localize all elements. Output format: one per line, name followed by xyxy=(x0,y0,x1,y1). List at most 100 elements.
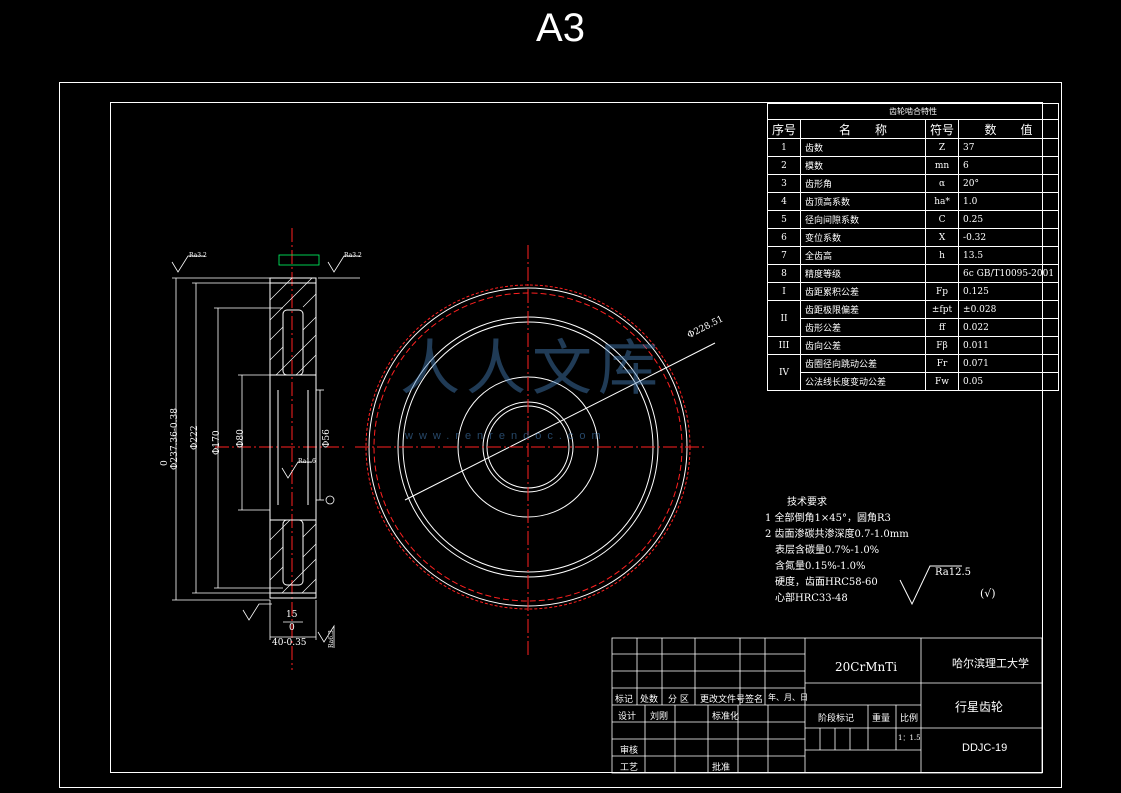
row-name: 全齿高 xyxy=(800,246,927,265)
roughness-other: (√) xyxy=(980,587,996,600)
row-no: 1 xyxy=(766,138,802,157)
row-no: 8 xyxy=(766,264,802,283)
row-no: II xyxy=(766,300,802,337)
header-no: 序号 xyxy=(766,119,802,139)
material-label: 20CrMnTi xyxy=(835,660,898,674)
rough-label-2: Ra3.2 xyxy=(344,252,362,259)
row-symbol: C xyxy=(925,210,960,229)
tb-change-doc: 更改文件号 xyxy=(700,695,746,705)
row-value: 1.0 xyxy=(958,192,1060,211)
gear-section-view xyxy=(269,277,317,599)
section-outline xyxy=(269,277,317,599)
dim-width: 40-0.35 xyxy=(272,638,307,648)
row-value: -0.32 xyxy=(958,228,1060,247)
school-name: 哈尔滨理工大学 xyxy=(952,657,1029,670)
tb-weight: 重量 xyxy=(872,714,891,724)
row-name: 齿向公差 xyxy=(800,336,927,355)
row-no: 3 xyxy=(766,174,802,193)
dim-outer-dia: 0 xyxy=(160,460,170,466)
tb-design-name: 刘刚 xyxy=(650,712,669,722)
diagonal-dim-line xyxy=(404,342,716,501)
tb-scale-value: 1：1.5 xyxy=(898,734,921,742)
row-value: 37 xyxy=(958,138,1060,157)
row-name: 径向间隙系数 xyxy=(800,210,927,229)
header-symbol: 符号 xyxy=(925,119,960,139)
row-no: III xyxy=(766,336,802,355)
row-name: 齿圈径向跳动公差 xyxy=(800,354,927,373)
row-symbol: X xyxy=(925,228,960,247)
center-lines xyxy=(215,228,705,670)
tb-mark: 标记 xyxy=(615,695,634,705)
row-value: 0.011 xyxy=(958,336,1060,355)
row-no: 4 xyxy=(766,192,802,211)
row-no: IV xyxy=(766,354,802,391)
dim-web: 15 xyxy=(286,610,298,620)
tb-standardize: 标准化 xyxy=(712,712,740,722)
tb-scale: 比例 xyxy=(900,714,919,724)
rough-label-4: Ra6.3 xyxy=(328,630,335,648)
row-name: 齿形角 xyxy=(800,174,927,193)
row-name: 齿数 xyxy=(800,138,927,157)
row-no: 2 xyxy=(766,156,802,175)
row-symbol: Fr xyxy=(925,354,960,373)
row-symbol: ha* xyxy=(925,192,960,211)
row-no: I xyxy=(766,282,802,301)
part-name: 行星齿轮 xyxy=(955,700,1004,714)
outer-frame xyxy=(59,82,1062,788)
tb-count: 处数 xyxy=(640,695,659,705)
dim-outer-dia-text: Φ237.36-0.38 xyxy=(170,408,180,470)
row-value: 0.25 xyxy=(958,210,1060,229)
tb-design: 设计 xyxy=(618,712,637,722)
row-name: 齿距极限偏差 xyxy=(800,300,927,319)
row-value: 13.5 xyxy=(958,246,1060,265)
tb-review: 审核 xyxy=(620,746,639,756)
tech-line: 硬度，齿面HRC58-60 xyxy=(775,577,878,588)
row-value: 0.071 xyxy=(958,354,1060,373)
row-name: 齿顶高系数 xyxy=(800,192,927,211)
section-dimensions xyxy=(171,254,962,648)
row-name: 模数 xyxy=(800,156,927,175)
header-name: 名 称 xyxy=(800,119,927,139)
row-value: 20° xyxy=(958,174,1060,193)
row-symbol: mn xyxy=(925,156,960,175)
tb-process: 工艺 xyxy=(620,763,639,773)
tech-line: 表层含碳量0.7%-1.0% xyxy=(775,545,880,556)
row-value: 6c GB/T10095-2001 xyxy=(958,264,1060,283)
drawing-number: DDJC-19 xyxy=(962,742,1008,754)
rough-label-1: Ra3.2 xyxy=(189,252,207,259)
dim-outer-tol: 0 xyxy=(160,460,170,466)
row-symbol xyxy=(925,264,960,283)
row-symbol: ±fpt xyxy=(925,300,960,319)
row-symbol: α xyxy=(925,174,960,193)
dim-d3: Φ80 xyxy=(236,429,246,448)
tb-stage-mark: 阶段标记 xyxy=(818,714,855,724)
row-no: 7 xyxy=(766,246,802,265)
sheet-size-label: A3 xyxy=(536,6,585,50)
header-value: 数 值 xyxy=(958,119,1060,139)
row-name: 齿距累积公差 xyxy=(800,282,927,301)
row-symbol: Fw xyxy=(925,372,960,391)
dim-d2: Φ170 xyxy=(212,430,222,455)
tb-date: 年、月、日 xyxy=(768,693,808,702)
roughness-label: Ra12.5 xyxy=(935,567,971,578)
tech-line: 1 全部倒角1×45°，圆角R3 xyxy=(765,513,891,524)
row-value: 0.022 xyxy=(958,318,1060,337)
row-symbol: Fβ xyxy=(925,336,960,355)
row-symbol: Fp xyxy=(925,282,960,301)
dim-d1: Φ222 xyxy=(190,425,200,450)
row-name: 变位系数 xyxy=(800,228,927,247)
row-no: 6 xyxy=(766,228,802,247)
tech-line: 含氮量0.15%-1.0% xyxy=(775,561,866,572)
